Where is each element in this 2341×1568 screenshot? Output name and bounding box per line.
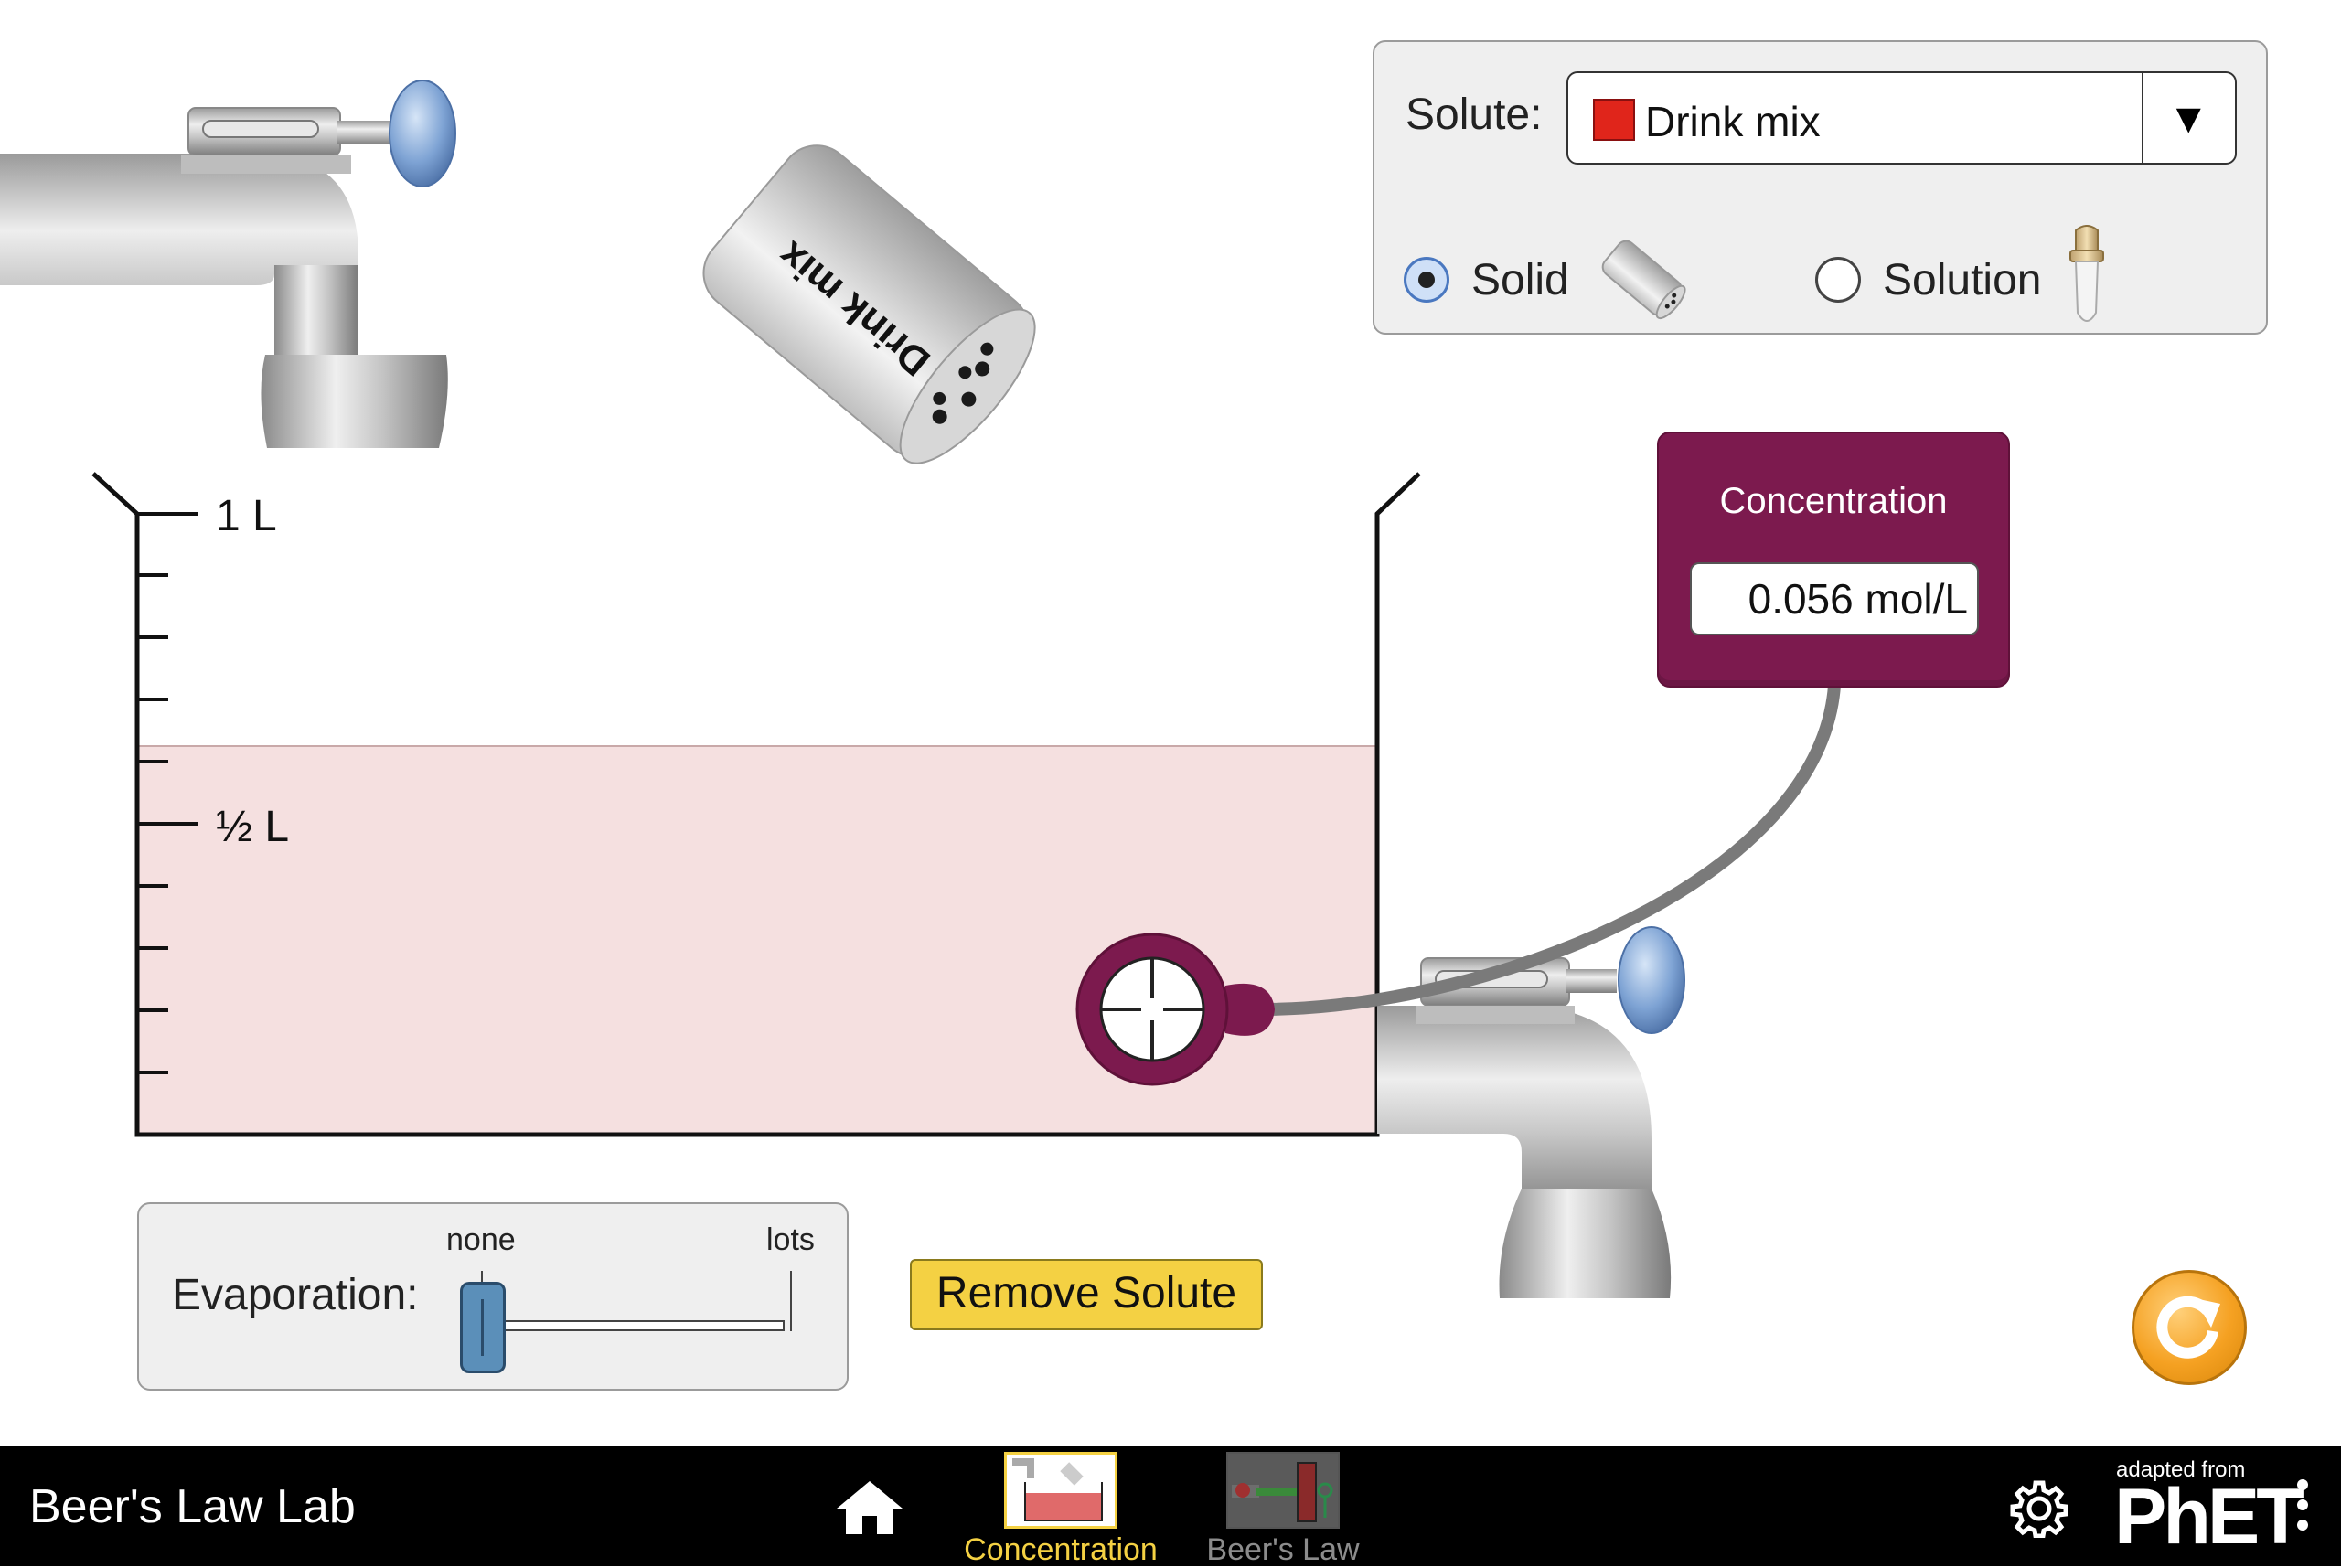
reset-all-button[interactable] bbox=[2132, 1270, 2247, 1385]
evaporation-slider-thumb[interactable] bbox=[460, 1282, 506, 1373]
evaporation-min-label: none bbox=[446, 1222, 516, 1257]
solute-color-swatch bbox=[1593, 99, 1635, 141]
meter-readout: 0.056 mol/L bbox=[1690, 562, 1979, 635]
more-options-icon[interactable] bbox=[2297, 1479, 2310, 1540]
beaker-mark-half-L: ½ L bbox=[216, 803, 289, 851]
concentration-probe[interactable] bbox=[1075, 933, 1275, 1086]
drain-faucet[interactable] bbox=[1377, 926, 1685, 1298]
navigation-bar: Beer's Law Lab Concentration bbox=[0, 1446, 2341, 1568]
tab-concentration-label: Concentration bbox=[964, 1532, 1158, 1567]
reset-icon bbox=[2156, 1296, 2220, 1359]
solid-radio-option[interactable]: Solid bbox=[1404, 225, 1699, 335]
brand-adapted-from: adapted from bbox=[2116, 1457, 2246, 1482]
dropper-icon bbox=[2069, 225, 2105, 322]
evaporation-max-label: lots bbox=[766, 1222, 815, 1257]
solution-radio-option[interactable]: Solution bbox=[1815, 225, 2114, 335]
dropdown-arrow-icon[interactable]: ▼ bbox=[2167, 94, 2209, 142]
solution-radio-button[interactable] bbox=[1815, 257, 1861, 303]
concentration-screen-thumbnail bbox=[1004, 1452, 1117, 1529]
tab-beers-law-label: Beer's Law bbox=[1206, 1532, 1360, 1567]
concentration-meter[interactable]: Concentration 0.056 mol/L bbox=[1657, 432, 2010, 688]
beers-law-screen-thumbnail bbox=[1226, 1452, 1340, 1529]
solute-panel: Solute: Drink mix ▼ Solid Solution bbox=[1373, 40, 2268, 335]
solution-radio-label: Solution bbox=[1883, 255, 2042, 304]
solute-selected-text: Drink mix bbox=[1645, 98, 1821, 145]
beaker-ticks bbox=[137, 512, 198, 1074]
solute-shaker[interactable]: Drink mix bbox=[689, 131, 1056, 483]
beaker bbox=[91, 472, 1421, 1137]
evaporation-max-tick bbox=[790, 1271, 792, 1331]
solute-label: Solute: bbox=[1406, 91, 1543, 139]
tab-beers-law[interactable]: Beer's Law bbox=[1189, 1452, 1377, 1568]
evaporation-label: Evaporation: bbox=[172, 1271, 419, 1319]
gear-icon[interactable] bbox=[2010, 1479, 2068, 1538]
shaker-icon bbox=[1601, 240, 1686, 320]
meter-title: Concentration bbox=[1719, 481, 1948, 521]
evaporation-panel: Evaporation: none lots bbox=[137, 1202, 849, 1391]
meter-cable bbox=[1263, 679, 1841, 1016]
evaporation-slider-track[interactable] bbox=[481, 1320, 785, 1331]
solid-radio-label: Solid bbox=[1471, 255, 1569, 304]
sim-title: Beer's Law Lab bbox=[29, 1480, 356, 1533]
phet-logo: PhET bbox=[2114, 1473, 2304, 1561]
solvent-faucet[interactable] bbox=[0, 80, 456, 448]
beaker-mark-1L: 1 L bbox=[216, 492, 277, 540]
solid-radio-button[interactable] bbox=[1404, 257, 1449, 303]
remove-solute-button[interactable]: Remove Solute bbox=[910, 1259, 1263, 1330]
home-icon[interactable] bbox=[835, 1479, 904, 1536]
combo-separator bbox=[2142, 73, 2143, 163]
tab-concentration[interactable]: Concentration bbox=[946, 1452, 1176, 1568]
solute-combo-box[interactable]: Drink mix ▼ bbox=[1566, 71, 2237, 165]
